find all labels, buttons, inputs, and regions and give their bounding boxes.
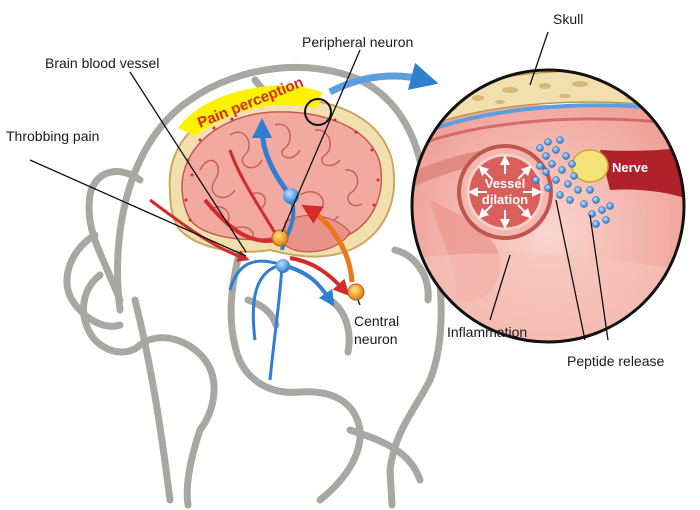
skull-label: Skull: [553, 11, 583, 27]
central-neuron-node: [347, 283, 365, 301]
zoom-marker: [304, 98, 332, 126]
vessel-dilation-label-line2: dilation: [482, 192, 528, 207]
peripheral-neuron-node: [271, 229, 289, 247]
nerve-junction-lower: [276, 259, 290, 273]
brain-blood-vessel-label: Brain blood vessel: [45, 55, 159, 71]
brain-cross-section: [168, 96, 396, 258]
leader-lines: [29, 31, 609, 341]
zoom-arrow: [328, 62, 439, 96]
central-neuron-label-line1: Central: [354, 313, 399, 329]
nerve-junction-upper: [283, 188, 299, 204]
nerve-ending: Nerve: [571, 149, 648, 183]
inflammation-label: Inflammation: [447, 324, 527, 340]
dilated-vessel: Vessel dilation: [457, 144, 553, 240]
nerve-label: Nerve: [612, 160, 648, 175]
throbbing-pain-label: Throbbing pain: [6, 128, 99, 144]
vessel-dilation-label-line1: Vessel: [485, 176, 526, 191]
peptide-release-label: Peptide release: [567, 353, 665, 369]
peripheral-neuron-label: Peripheral neuron: [302, 34, 413, 50]
central-neuron-label-line2: neuron: [354, 331, 398, 347]
